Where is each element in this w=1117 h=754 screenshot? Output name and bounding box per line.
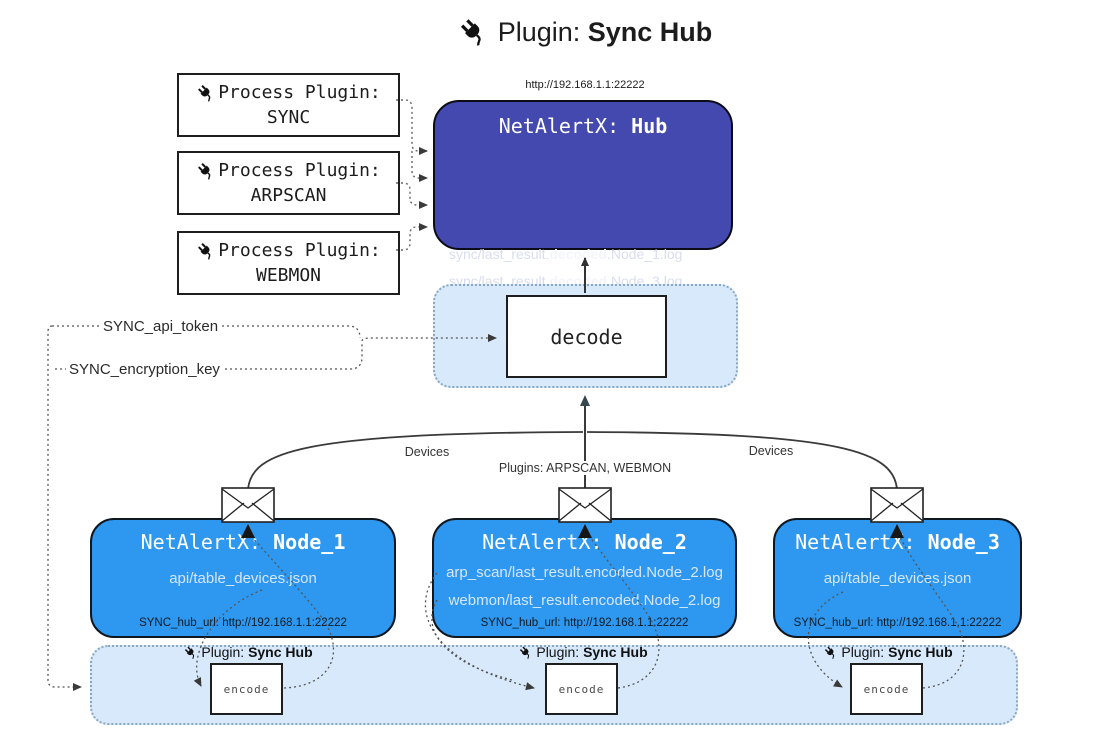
node3-hub-url: SYNC_hub_url: http://192.168.1.1:22222 <box>793 617 1002 629</box>
node2-hub-url: SYNC_hub_url: http://192.168.1.1:22222 <box>480 617 689 629</box>
process-plugin-label: Process Plugin: <box>218 240 381 261</box>
node2-box: NetAlertX: Node_2 arp_scan/last_result.e… <box>432 518 737 638</box>
node2-title: NetAlertX: Node_2 <box>482 530 687 554</box>
process-plugin-box-arpscan: Process Plugin: ARPSCAN <box>177 151 400 215</box>
process-plugin-name: ARPSCAN <box>250 185 327 206</box>
process-plugin-name: SYNC <box>266 107 311 128</box>
plug-icon <box>196 161 216 180</box>
node1-box: NetAlertX: Node_1 api/table_devices.json… <box>90 518 396 638</box>
decode-box: decode <box>506 295 667 378</box>
encode3-box: encode <box>850 663 923 715</box>
plug-icon <box>196 83 216 102</box>
encode1-box: encode <box>210 663 283 715</box>
node1-title: NetAlertX: Node_1 <box>140 530 346 554</box>
process-plugin-box-webmon: Process Plugin: WEBMON <box>177 231 400 295</box>
node3-title: NetAlertX: Node_3 <box>795 530 1000 554</box>
encode2-box: encode <box>545 663 618 715</box>
node3-file: api/table_devices.json <box>823 570 972 587</box>
node3-box: NetAlertX: Node_3 api/table_devices.json… <box>773 518 1022 638</box>
hub-box: NetAlertX: Hub sync/last_result.decoded.… <box>433 100 733 337</box>
process-plugin-box-sync: Process Plugin: SYNC <box>177 73 400 137</box>
node1-file: api/table_devices.json <box>169 570 317 587</box>
plug-icon <box>196 241 216 260</box>
node1-hub-url: SYNC_hub_url: http://192.168.1.1:22222 <box>139 617 347 629</box>
node2-file: arp_scan/last_result.encoded.Node_2.log <box>446 564 723 581</box>
process-plugin-label: Process Plugin: <box>218 160 381 181</box>
process-plugin-name: WEBMON <box>255 265 322 286</box>
process-plugin-label: Process Plugin: <box>218 82 381 103</box>
hub-file-row: sync/last_result.decoded.Node_1.log <box>449 246 683 262</box>
hub-title: NetAlertX: Hub <box>498 114 668 138</box>
node2-file: webmon/last_result.encoded.Node_2.log <box>448 592 721 609</box>
